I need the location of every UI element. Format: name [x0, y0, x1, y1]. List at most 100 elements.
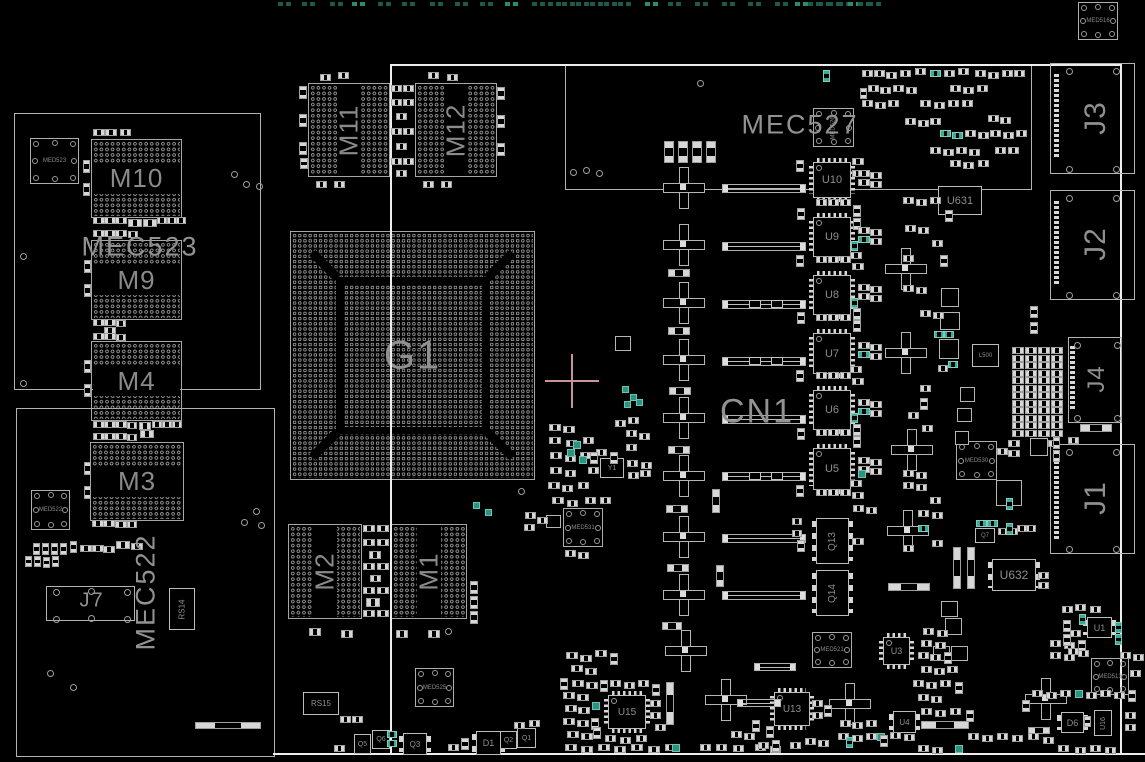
resistor-array-item	[1012, 407, 1024, 414]
fiducial-dot	[61, 521, 67, 527]
fiducial-dot	[1120, 661, 1126, 667]
teal-dot-component	[573, 441, 581, 449]
passive-component	[52, 556, 59, 567]
g1-inner-ring	[336, 277, 489, 434]
passive-component	[870, 172, 882, 179]
passive-component	[950, 160, 961, 167]
cross-center-pad	[908, 446, 914, 452]
big-label-J7: J7	[79, 589, 105, 612]
passive-component	[581, 733, 593, 740]
passive-component	[816, 489, 827, 496]
passive-component	[127, 521, 137, 528]
small-component-box	[960, 387, 975, 402]
passive-component	[805, 738, 816, 745]
passive-component	[852, 735, 863, 742]
pin1-dot	[816, 393, 822, 399]
passive-component	[120, 129, 131, 136]
resistor-array-item	[1051, 377, 1063, 384]
passive-component	[938, 365, 948, 372]
fiducial-dot	[844, 647, 850, 653]
passive-component	[1032, 690, 1043, 697]
resistor-array-item	[1051, 399, 1063, 407]
passive-component	[628, 417, 639, 424]
bga-M4: M4	[91, 341, 182, 421]
big-label-MEC527: MEC527	[741, 109, 859, 140]
cross-center-pad	[902, 265, 908, 271]
chip-label: Q2	[503, 736, 514, 744]
passive-component	[428, 72, 439, 79]
chip-pads-right	[646, 699, 650, 725]
passive-component	[590, 452, 598, 464]
big-label-CN1: CN1	[719, 392, 795, 431]
tick-mark	[848, 2, 861, 6]
chip-pads-right	[849, 573, 853, 613]
passive-component	[963, 162, 974, 169]
passive-component	[638, 680, 649, 687]
passive-component	[391, 85, 402, 92]
fiducial-label: MED531	[571, 524, 595, 531]
fiducial-dot	[959, 471, 965, 477]
teal-dot-component	[622, 386, 629, 393]
passive-component	[870, 410, 882, 417]
passive-component	[391, 128, 402, 135]
passive-component	[758, 742, 769, 749]
passive-component	[816, 256, 827, 263]
chip-U8: U8	[809, 271, 855, 319]
teal-passive-component	[934, 331, 944, 338]
connector-label: J3	[1079, 100, 1113, 135]
passive-component	[828, 372, 839, 379]
passive-component	[870, 344, 882, 351]
passive-component	[852, 158, 864, 165]
passive-component	[850, 366, 862, 373]
tick-mark	[505, 2, 518, 6]
mounting-ring	[241, 519, 248, 526]
passive-component	[369, 551, 381, 559]
fiducial-dot	[51, 140, 58, 146]
cn1-bar-pad	[770, 472, 783, 480]
passive-component	[866, 507, 877, 514]
passive-component	[1086, 692, 1097, 699]
resistor-array-item	[1051, 392, 1063, 399]
cn1-bar	[722, 184, 806, 193]
bga-label-band: M4	[93, 366, 180, 396]
passive-component	[157, 217, 167, 224]
passive-component	[648, 746, 660, 753]
passive-component	[868, 85, 879, 92]
teal-dot-component	[672, 744, 680, 752]
fiducial-dot	[580, 539, 586, 545]
resistor-array-item	[1012, 422, 1024, 429]
passive-component	[824, 705, 832, 717]
cross-center-pad	[680, 184, 686, 190]
chip-pads-top	[817, 213, 847, 217]
cn1-bar	[722, 591, 806, 600]
resistor-array-item	[1012, 354, 1024, 362]
chip-U16: U16	[1094, 710, 1112, 736]
passive-component	[514, 722, 525, 729]
passive-component	[862, 70, 873, 77]
teal-passive-component	[387, 740, 397, 747]
passive-component	[818, 740, 829, 747]
chip-label: Q3	[409, 739, 421, 749]
cross-marker	[663, 282, 705, 324]
mounting-ring	[1074, 342, 1081, 349]
mounting-ring	[20, 253, 27, 260]
tick-mark	[858, 2, 871, 6]
small-component-box	[957, 408, 972, 422]
passive-component	[792, 518, 802, 525]
passive-component	[640, 470, 651, 477]
passive-component	[650, 700, 661, 707]
passive-component	[944, 652, 952, 664]
chip-pads-top	[817, 271, 847, 275]
small-component-box	[951, 646, 968, 661]
resistor-array-item	[1025, 422, 1037, 429]
resistor-array-item	[1012, 392, 1024, 399]
resistor-array-item	[1025, 347, 1037, 354]
passive-component	[852, 378, 864, 385]
passive-component	[583, 437, 594, 444]
passive-component	[615, 420, 626, 427]
passive-component	[1008, 440, 1020, 447]
tick-mark	[352, 2, 365, 6]
passive-component	[968, 733, 979, 740]
passive-component	[853, 320, 861, 332]
fiducial-dot	[815, 124, 821, 131]
